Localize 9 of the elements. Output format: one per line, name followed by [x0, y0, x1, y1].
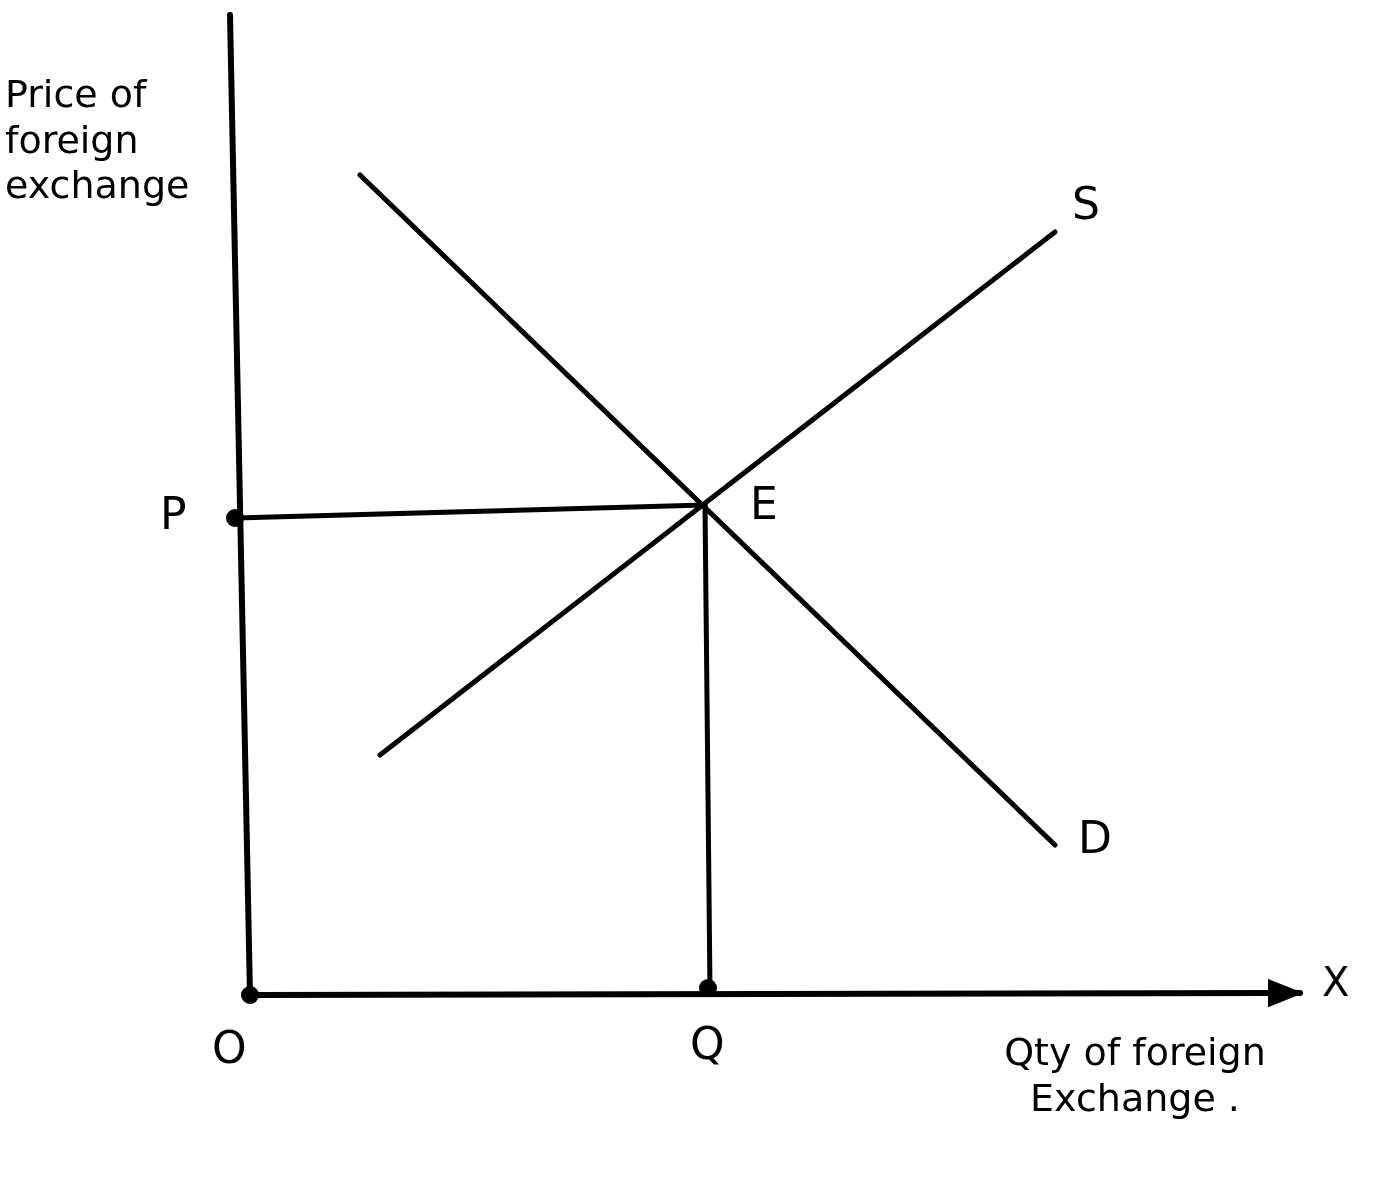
point-label: Q [690, 1018, 725, 1071]
curve-label: D [1078, 812, 1112, 865]
origin-label: O [212, 1022, 247, 1075]
axis-title: Qty of foreign Exchange . [1003, 1030, 1267, 1122]
point-label: P [160, 488, 187, 541]
axis-title: Price of foreign exchange [5, 72, 191, 209]
point-label: E [750, 478, 778, 531]
curve-label: S [1072, 178, 1100, 231]
axis-label: X [1322, 958, 1350, 1006]
